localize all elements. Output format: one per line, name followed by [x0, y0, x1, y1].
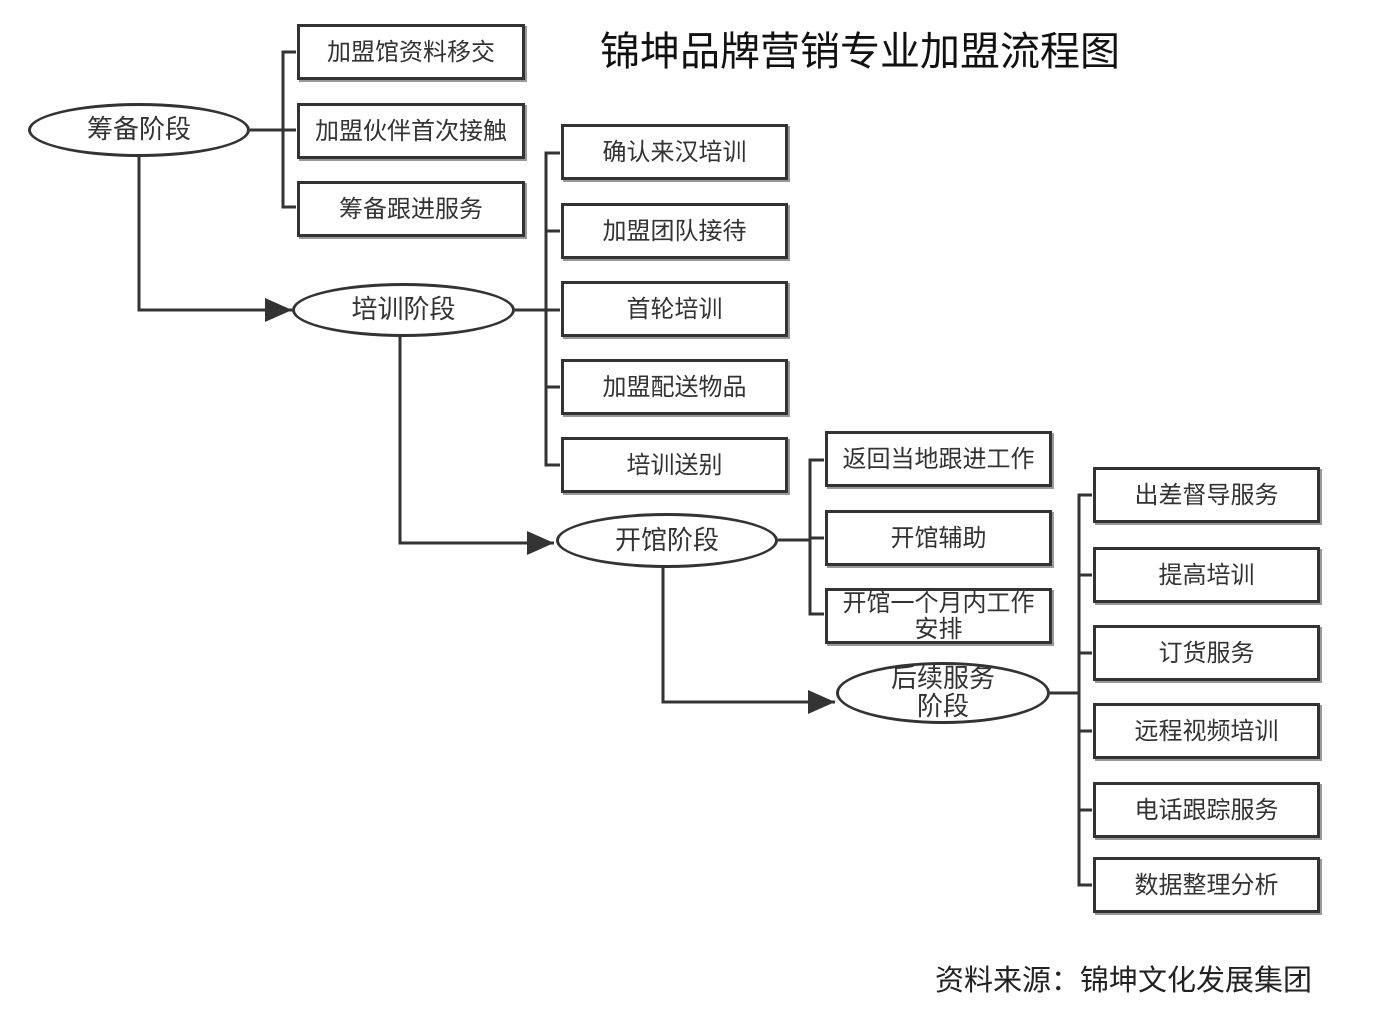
arrow-stage-2-to-3 [398, 336, 554, 555]
stage-1-item: 筹备跟进服务 [297, 181, 525, 237]
arrow-stage-3-to-4 [661, 566, 835, 714]
stage-4-item: 订货服务 [1093, 625, 1320, 681]
stage-1-item: 加盟伙伴首次接触 [297, 103, 525, 159]
stage-4-item: 提高培训 [1093, 547, 1320, 603]
stage-2-ellipse: 培训阶段 [292, 283, 515, 337]
stage-4-item: 电话跟踪服务 [1093, 782, 1320, 838]
page-title: 锦坤品牌营销专业加盟流程图 [600, 29, 1120, 75]
stage-2-item: 加盟配送物品 [561, 359, 788, 415]
stage-2-item: 确认来汉培训 [561, 124, 788, 180]
stage-1-item: 加盟馆资料移交 [297, 24, 525, 80]
stage-3-item: 返回当地跟进工作 [825, 431, 1052, 487]
stage-4-item: 远程视频培训 [1093, 703, 1320, 759]
bracket-stage-4 [1050, 493, 1092, 887]
stage-3-item: 开馆辅助 [825, 510, 1052, 566]
stage-4-ellipse: 后续服务阶段 [836, 662, 1050, 724]
stage-1-ellipse: 筹备阶段 [28, 103, 250, 157]
stage-4-item: 出差督导服务 [1093, 467, 1320, 523]
stage-2-item: 加盟团队接待 [561, 203, 788, 259]
arrow-stage-1-to-2 [137, 157, 292, 322]
stage-4-item: 数据整理分析 [1093, 857, 1320, 913]
source-note: 资料来源：锦坤文化发展集团 [935, 963, 1313, 997]
stage-3-ellipse: 开馆阶段 [556, 513, 778, 568]
stage-3-item: 开馆一个月内工作安排 [825, 588, 1052, 644]
stage-2-item: 培训送别 [561, 437, 788, 493]
stage-2-item: 首轮培训 [561, 281, 788, 337]
